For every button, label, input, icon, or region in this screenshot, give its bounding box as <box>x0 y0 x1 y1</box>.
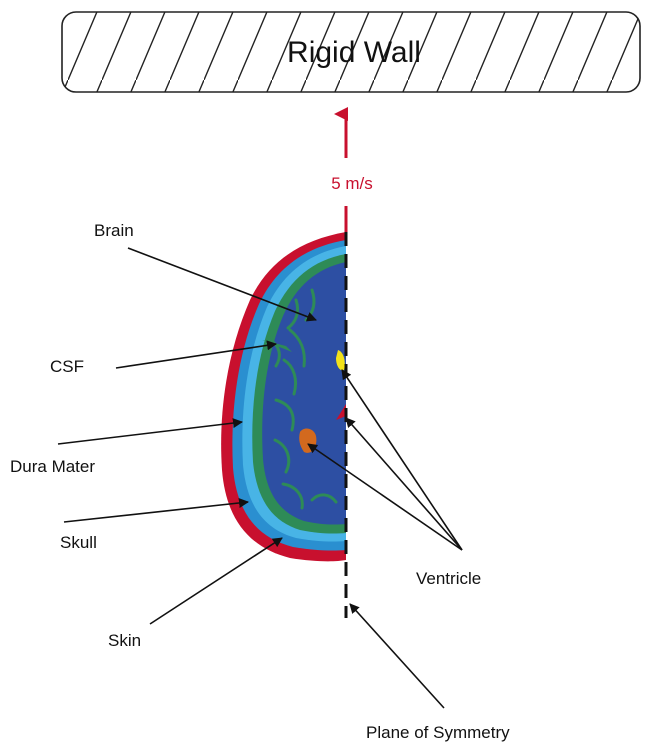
arrow-skull <box>63 498 249 523</box>
ventricle-yellow <box>336 350 345 371</box>
arrow-dura-mater <box>57 418 243 445</box>
arrow-ventricle-2 <box>345 417 463 551</box>
arrow-csf <box>115 340 277 369</box>
ventricle-red <box>336 404 346 420</box>
label-skin: Skin <box>108 631 141 650</box>
velocity-indicator: 5 m/s <box>331 107 373 232</box>
label-brain: Brain <box>94 221 134 240</box>
labels: Brain CSF Dura Mater Skull Skin Ventricl… <box>10 221 510 742</box>
label-ventricle: Ventricle <box>416 569 481 588</box>
label-dura-mater: Dura Mater <box>10 457 95 476</box>
arrow-ventricle-1 <box>341 369 463 551</box>
arrow-skin <box>149 537 283 625</box>
arrow-plane-of-symmetry <box>349 603 445 709</box>
label-csf: CSF <box>50 357 84 376</box>
label-skull: Skull <box>60 533 97 552</box>
wall-title: Rigid Wall <box>287 36 421 69</box>
arrow-ventricle-3 <box>307 443 463 551</box>
arrow-brain <box>127 247 317 322</box>
label-plane-of-symmetry: Plane of Symmetry <box>366 723 510 742</box>
velocity-label: 5 m/s <box>331 174 373 193</box>
leader-arrows <box>57 247 463 709</box>
head-cross-section <box>221 232 346 562</box>
rigid-wall: Rigid Wall <box>61 11 641 93</box>
brain-tissue <box>262 262 346 525</box>
